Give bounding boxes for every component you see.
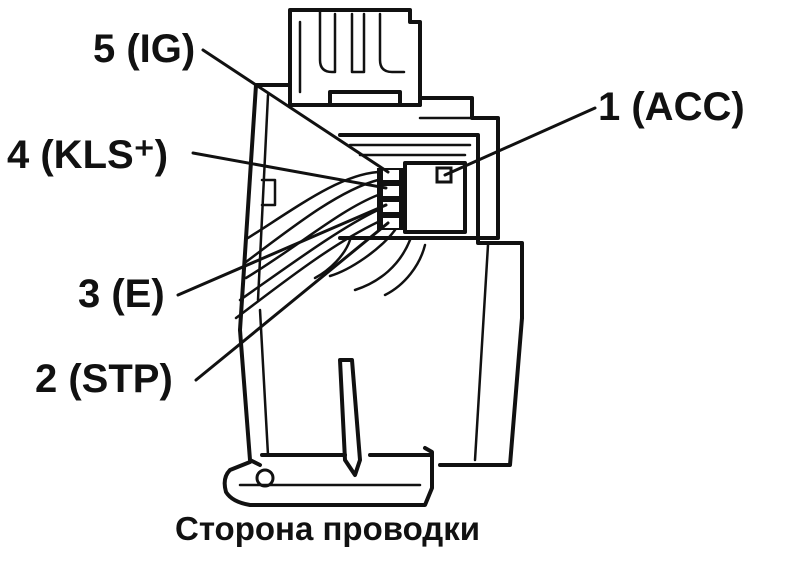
diagram-caption: Сторона проводки xyxy=(175,510,480,547)
pin-4-label: 4 (KLS⁺) xyxy=(7,133,168,177)
terminal-3 xyxy=(383,202,399,212)
top-plug xyxy=(288,8,422,107)
upper-housing xyxy=(238,83,500,332)
lower-housing xyxy=(238,223,524,477)
leader-pin-4 xyxy=(191,151,388,190)
pin-3-label: 3 (E) xyxy=(78,272,165,316)
leader-pin-5 xyxy=(201,48,390,174)
mounting-hole xyxy=(255,468,275,488)
connector-socket xyxy=(338,133,480,240)
terminal-5 xyxy=(383,170,399,180)
leader-pin-1 xyxy=(443,106,597,177)
leader-pin-2 xyxy=(194,221,390,382)
leader-pin-3 xyxy=(176,203,388,297)
pin-2-label: 2 (STP) xyxy=(35,357,173,401)
pin-5-label: 5 (IG) xyxy=(93,27,195,71)
terminal-2 xyxy=(383,218,399,228)
terminal-4 xyxy=(383,186,399,196)
pin-1-label: 1 (ACC) xyxy=(598,85,745,129)
mounting-flange xyxy=(222,446,434,507)
leader-lines xyxy=(176,48,597,382)
